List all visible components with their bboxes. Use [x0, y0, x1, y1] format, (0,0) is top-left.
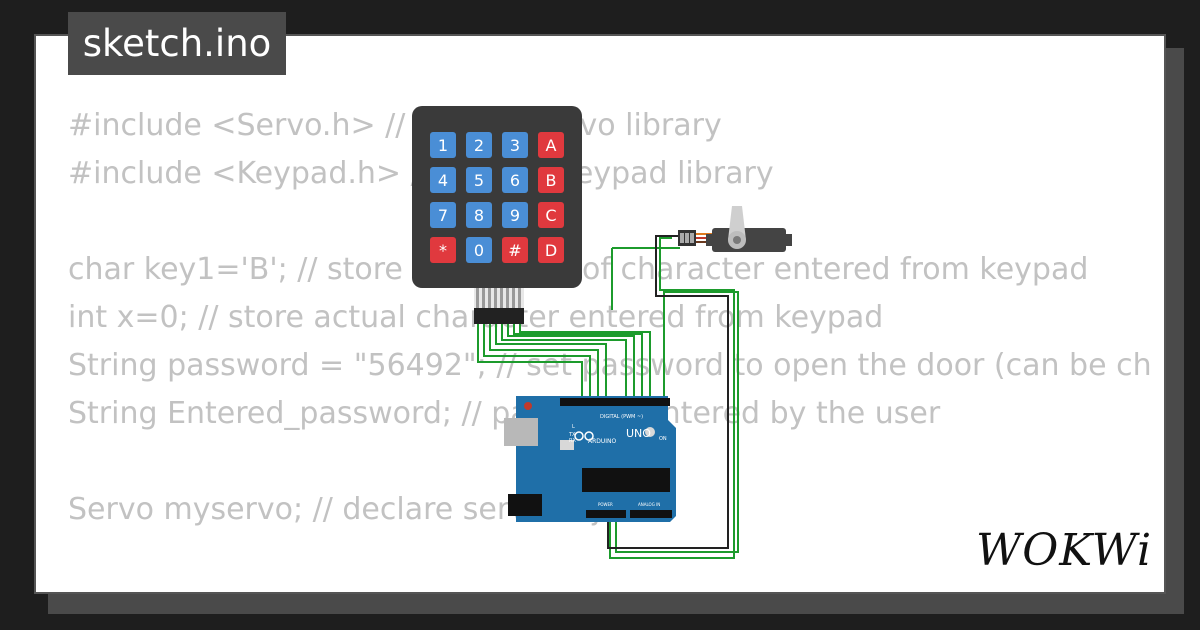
keypad-key-label: B [546, 171, 557, 190]
keypad-pins [476, 288, 521, 312]
keypad-key[interactable] [538, 202, 564, 228]
keypad-key-label: # [508, 241, 521, 260]
code-line: String password = "56492"; // set passwo… [68, 348, 1152, 383]
keypad-key[interactable] [502, 132, 528, 158]
servo-motor[interactable] [678, 206, 792, 252]
keypad-key-label: 6 [510, 171, 520, 190]
keypad-key-label: 0 [474, 241, 484, 260]
keypad-key[interactable] [430, 202, 456, 228]
keypad-key[interactable] [430, 237, 456, 263]
power-header [586, 510, 626, 518]
wire [609, 237, 735, 559]
keypad-key[interactable] [430, 167, 456, 193]
keypad-key[interactable] [466, 237, 492, 263]
arduino-uno[interactable]: DIGITAL (PWM ~) UNO ARDUINO ON TX RX L P… [504, 396, 676, 522]
keypad-key[interactable] [430, 132, 456, 158]
wires [477, 237, 739, 559]
wire [513, 322, 643, 400]
keypad-key-label: 2 [474, 136, 484, 155]
usb-connector [504, 418, 538, 446]
wire [507, 322, 635, 400]
analog-header [630, 510, 672, 518]
keypad-key[interactable] [538, 237, 564, 263]
arduino-l-label: L [572, 424, 575, 430]
keypad-key[interactable] [502, 167, 528, 193]
arduino-brand-label: ARDUINO [588, 438, 617, 445]
keypad-key-label: 4 [438, 171, 448, 190]
keypad-key-label: 8 [474, 206, 484, 225]
wire [483, 322, 591, 400]
keypad-key[interactable] [466, 132, 492, 158]
keypad-keys: 1 2 3 A 4 5 6 B 7 8 9 C * 0 # D [430, 132, 564, 263]
reset-button [524, 402, 532, 410]
wire [519, 322, 651, 400]
file-tab[interactable]: sketch.ino [68, 12, 286, 75]
keypad-key-label: 3 [510, 136, 520, 155]
power-jack [508, 494, 542, 516]
arduino-power-label: POWER [598, 502, 613, 507]
servo-body [712, 228, 786, 252]
code-line: char key1='B'; // store ASCII code of ch… [68, 252, 1089, 287]
keypad-connector-base [474, 308, 524, 324]
keypad-key[interactable] [538, 132, 564, 158]
wire [501, 322, 627, 400]
arduino-model-label: UNO [626, 427, 651, 440]
keypad-key[interactable] [538, 167, 564, 193]
keypad-key[interactable] [466, 202, 492, 228]
keypad-key-label: A [546, 136, 557, 155]
arduino-tx-label: TX [568, 432, 576, 438]
keypad[interactable]: 1 2 3 A 4 5 6 B 7 8 9 C * 0 # D [412, 106, 582, 324]
digital-header [560, 398, 670, 406]
wokwi-logo-text: WOKWi [976, 525, 1153, 576]
wire [615, 291, 739, 553]
keypad-key-label: C [545, 206, 556, 225]
servo-horn [728, 206, 746, 240]
keypad-key-label: 5 [474, 171, 484, 190]
code-line: const byte ROWS = 4; // number of Keypad… [68, 582, 1152, 592]
arduino-digital-label: DIGITAL (PWM ~) [600, 414, 643, 420]
arduino-analog-label: ANALOG IN [638, 502, 660, 507]
keypad-key-label: D [545, 241, 557, 260]
keypad-key-label: 9 [510, 206, 520, 225]
wire-ground [607, 235, 729, 549]
arduino-logo-left [574, 431, 584, 441]
microcontroller-chip [582, 468, 670, 492]
wire [495, 322, 607, 400]
keypad-key-label: 1 [438, 136, 448, 155]
keypad-key-label: 7 [438, 206, 448, 225]
wire [489, 322, 599, 400]
keypad-key[interactable] [502, 202, 528, 228]
wire [477, 322, 583, 400]
keypad-key[interactable] [502, 237, 528, 263]
arduino-on-label: ON [659, 436, 667, 442]
keypad-key[interactable] [466, 167, 492, 193]
arduino-logo-right [584, 431, 594, 441]
keypad-key-label: * [439, 241, 447, 260]
arduino-rx-label: RX [569, 438, 576, 444]
